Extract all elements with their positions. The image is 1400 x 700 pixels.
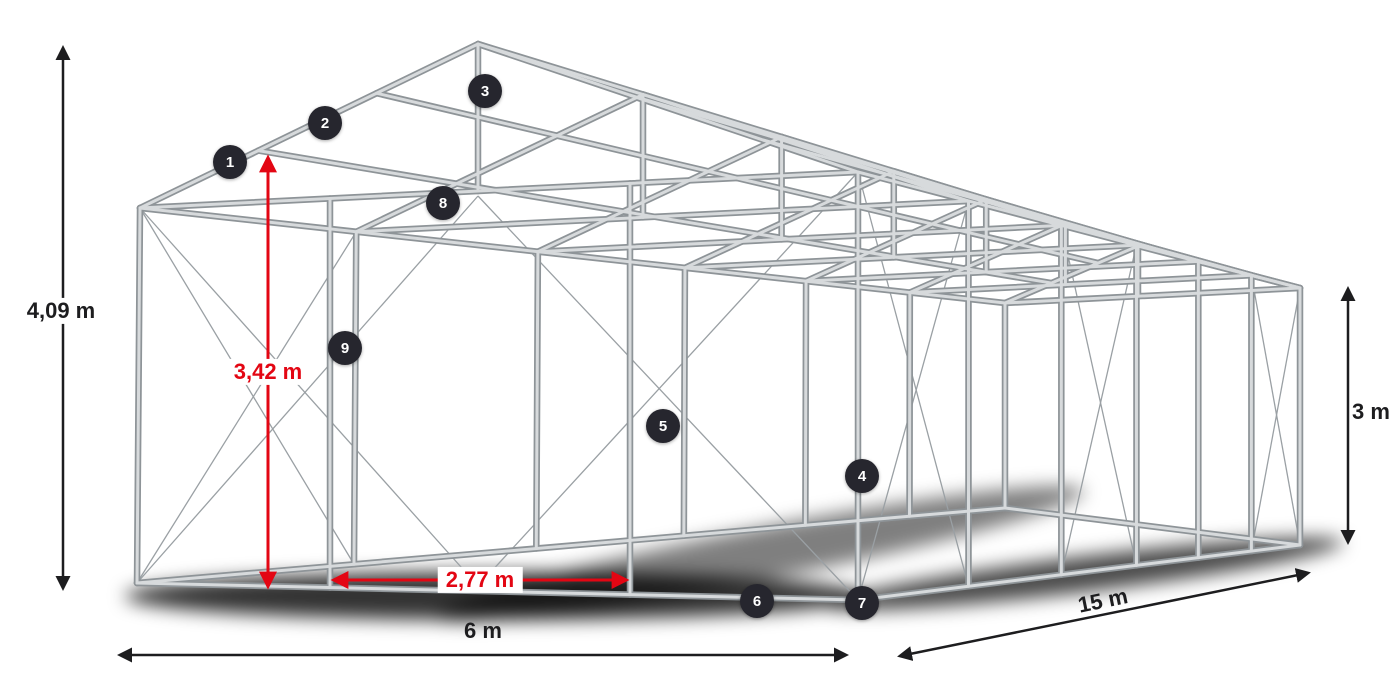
frame-tubes-highlight	[135, 42, 1302, 602]
dimension-spacing: 2,77 m	[437, 566, 523, 594]
arrow-length	[897, 568, 1311, 661]
callout-2[interactable]: 2	[308, 106, 342, 140]
ground-shadow	[125, 486, 1344, 622]
bracing-cables	[136, 171, 1301, 601]
callout-9[interactable]: 9	[328, 331, 362, 365]
callout-4[interactable]: 4	[845, 459, 879, 493]
dimension-arrows	[55, 45, 1356, 663]
callout-6[interactable]: 6	[740, 584, 774, 618]
dimension-width: 6 m	[464, 617, 502, 643]
callout-1[interactable]: 1	[213, 145, 247, 179]
callout-7[interactable]: 7	[845, 586, 879, 620]
dimension-total-height: 4,09 m	[19, 297, 103, 325]
callout-3[interactable]: 3	[468, 74, 502, 108]
dimension-side-height: 3 m	[1352, 398, 1390, 424]
callout-5[interactable]: 5	[646, 409, 680, 443]
dimension-inner-height: 3,42 m	[225, 358, 311, 386]
callout-8[interactable]: 8	[426, 186, 460, 220]
